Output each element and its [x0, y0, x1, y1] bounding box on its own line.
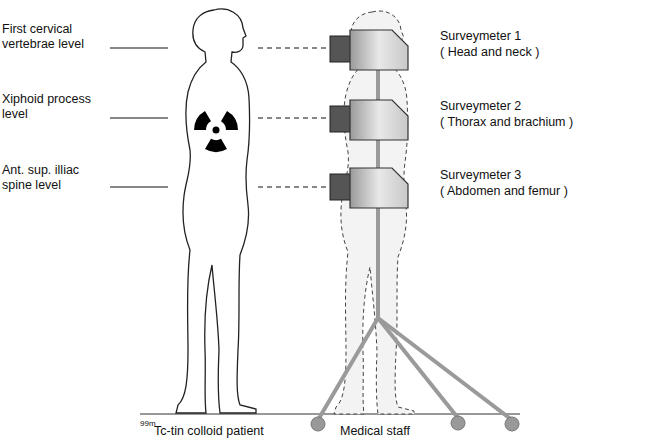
- patient-silhouette: [176, 9, 256, 413]
- radiation-symbol: [189, 111, 238, 159]
- dashed-level-lines: [258, 48, 330, 187]
- staff-caption: Medical staff: [340, 424, 410, 439]
- surveymeter-region: ( Abdomen and femur ): [440, 184, 568, 199]
- surveymeter-region: ( Thorax and brachium ): [440, 115, 573, 130]
- surveymeter-name: Surveymeter 3: [440, 168, 521, 183]
- isotope-superscript: 99m: [140, 419, 156, 428]
- surveymeter-2: [330, 100, 408, 140]
- level-label: level: [2, 107, 28, 122]
- surveymeter-1: [330, 30, 408, 70]
- level-label: Xiphoid process: [2, 92, 91, 107]
- patient-caption: Tc-tin colloid patient: [154, 424, 264, 439]
- surveymeter-name: Surveymeter 2: [440, 99, 521, 114]
- level-lines: [110, 48, 168, 187]
- level-label: vertebrae level: [2, 37, 84, 52]
- staff-silhouette: [334, 11, 414, 414]
- level-label: First cervical: [2, 22, 72, 37]
- level-label: spine level: [2, 178, 61, 193]
- surveymeter-name: Surveymeter 1: [440, 29, 521, 44]
- surveymeter-region: ( Head and neck ): [440, 45, 539, 60]
- level-label: Ant. sup. illiac: [2, 163, 79, 178]
- surveymeter-3: [330, 168, 408, 208]
